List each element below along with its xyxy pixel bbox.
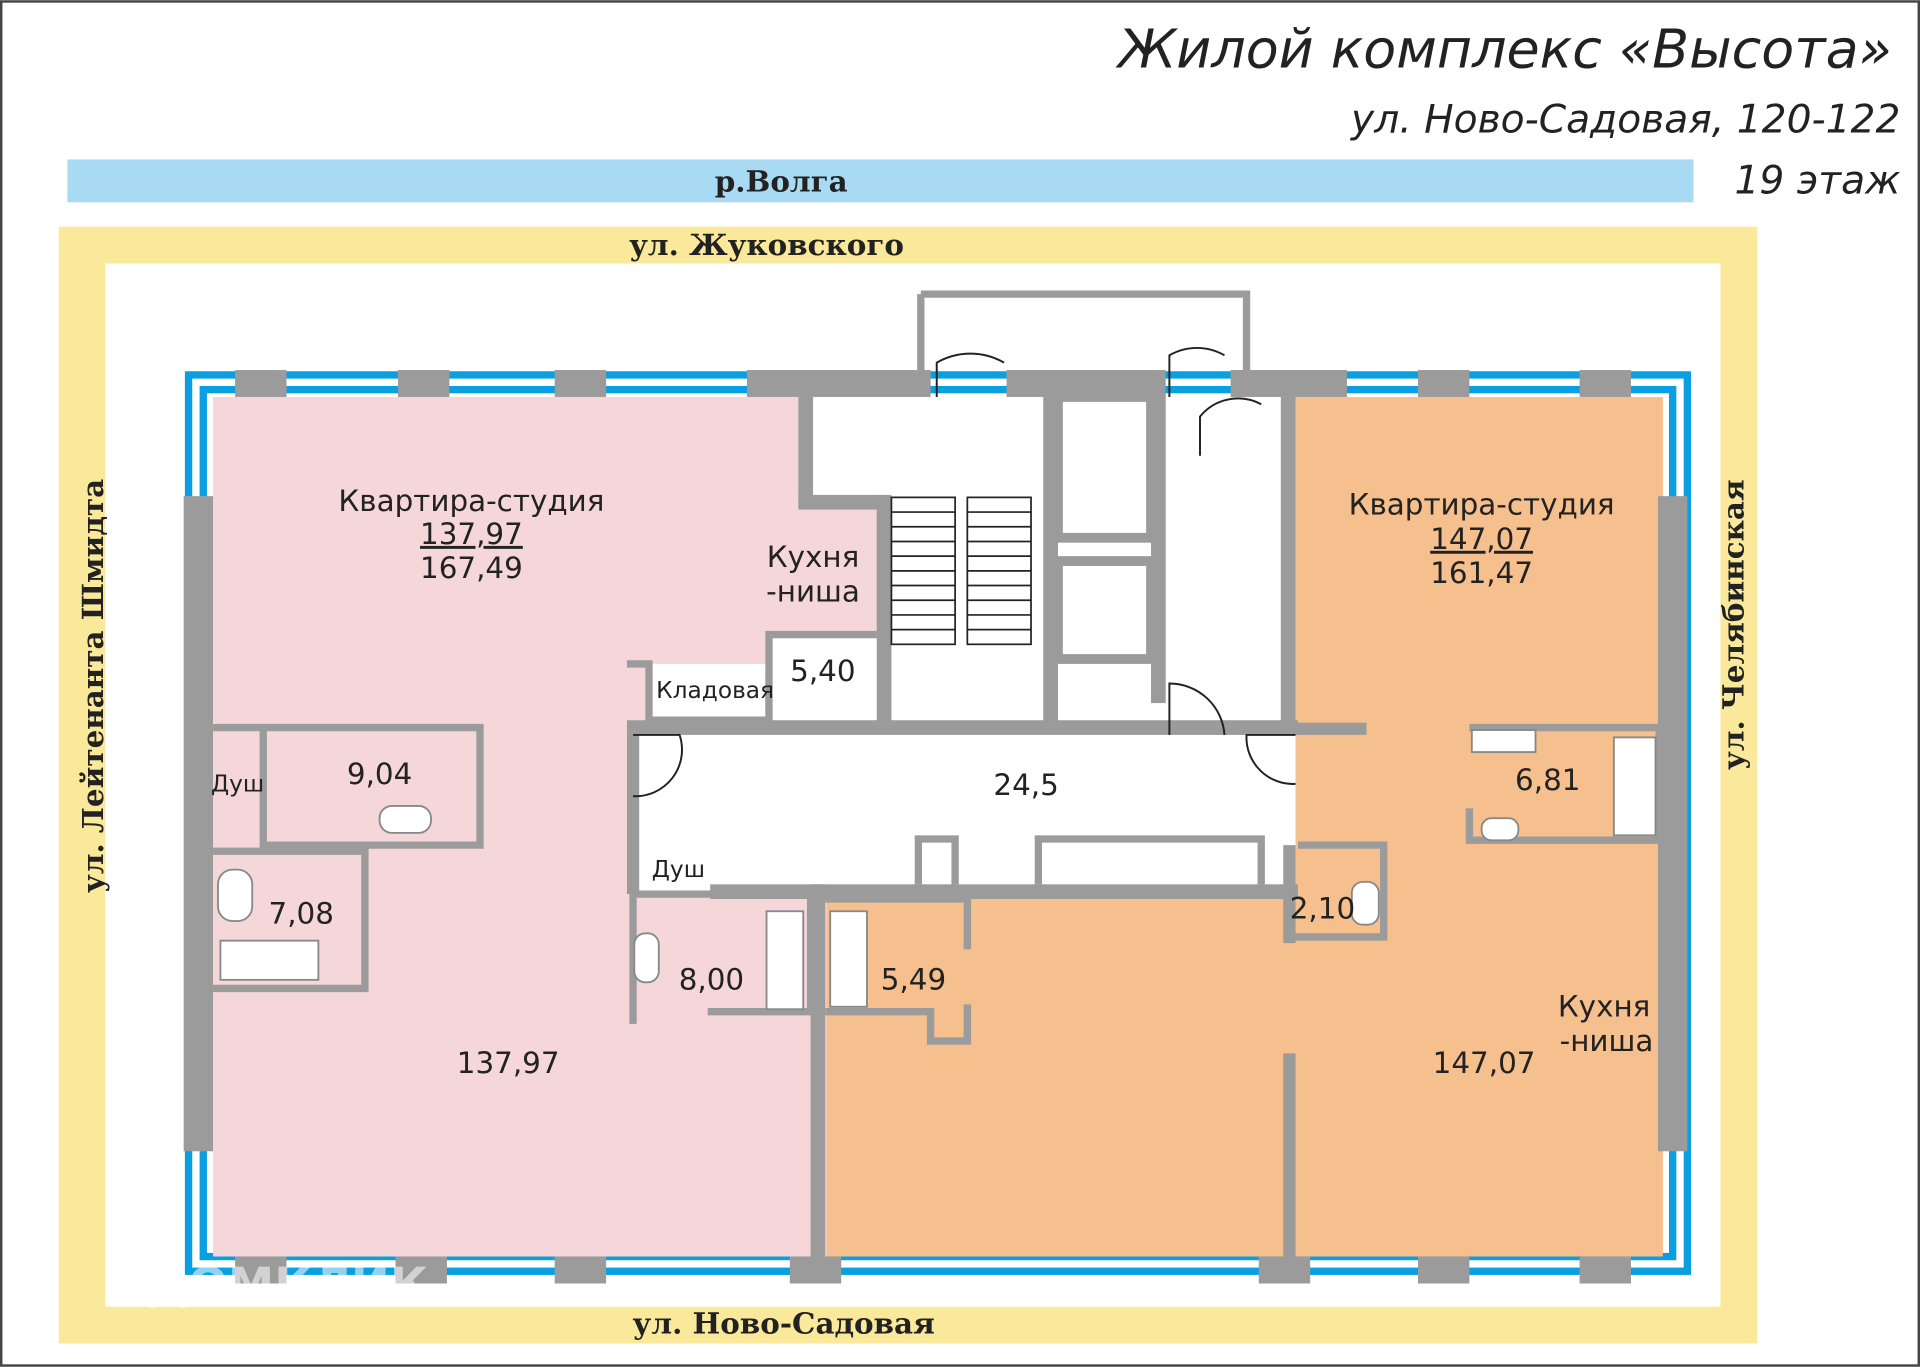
right-kitchen-label: Кухня xyxy=(1558,990,1651,1024)
apartment-right-label: Квартира-студия 147,07 161,47 xyxy=(1349,488,1615,591)
apartment-right xyxy=(826,396,1663,1257)
apartment-type: Квартира-студия xyxy=(338,484,604,518)
elevator-1 xyxy=(1053,392,1156,543)
watermark-logo: ДОМКЛИК xyxy=(147,1258,428,1312)
street-right: ул. Челябинская xyxy=(1716,479,1751,770)
left-bath1-area: 9,04 xyxy=(347,757,412,791)
apartment-left-label: Квартира-студия 137,97 167,49 xyxy=(338,484,604,585)
hall-area: 24,5 xyxy=(993,768,1058,802)
complex-title: Жилой комплекс «Высота» xyxy=(1115,18,1892,81)
living-area: 147,07 xyxy=(1430,522,1533,556)
apartment-type: Квартира-студия xyxy=(1349,488,1615,522)
left-main-area: 137,97 xyxy=(457,1046,560,1080)
river-label: р.Волга xyxy=(715,163,848,198)
doors xyxy=(633,346,1296,798)
river-band xyxy=(67,159,1694,203)
right-kitchen-label-2: -ниша xyxy=(1560,1024,1654,1058)
left-shower-label: Душ xyxy=(211,770,264,797)
left-kitchen-label: Кухня xyxy=(767,540,860,574)
right-wc-area: 2,10 xyxy=(1290,892,1355,926)
fixtures xyxy=(217,729,1657,1011)
living-area: 137,97 xyxy=(420,517,523,551)
right-small-bath-area: 5,49 xyxy=(881,963,946,997)
street-bottom: ул. Ново-Садовая xyxy=(633,1306,935,1341)
left-kitchen-label-2: -ниша xyxy=(766,574,860,608)
walls xyxy=(183,370,1688,1284)
right-main-area: 147,07 xyxy=(1433,1046,1536,1080)
left-bath2-area: 7,08 xyxy=(269,897,334,931)
staircase xyxy=(890,496,1032,646)
storage-label: Кладовая xyxy=(656,677,774,704)
elevator-2 xyxy=(1053,556,1156,664)
apartment-left xyxy=(213,396,880,1257)
partitions xyxy=(213,290,1663,1045)
center-bath-area: 8,00 xyxy=(679,963,744,997)
floor-label: 19 этаж xyxy=(1734,159,1900,204)
street-top: ул. Жуковского xyxy=(629,227,904,262)
total-area: 161,47 xyxy=(1430,556,1533,590)
right-bath-area: 6,81 xyxy=(1515,763,1580,797)
center-shower-label: Душ xyxy=(652,856,705,883)
total-area: 167,49 xyxy=(420,551,523,585)
left-kitchen-area: 5,40 xyxy=(790,654,855,688)
address: ул. Ново-Садовая, 120-122 xyxy=(1350,97,1900,142)
hallway xyxy=(633,728,1295,891)
street-left: ул. Лейтенанта Шмидта xyxy=(75,479,110,893)
